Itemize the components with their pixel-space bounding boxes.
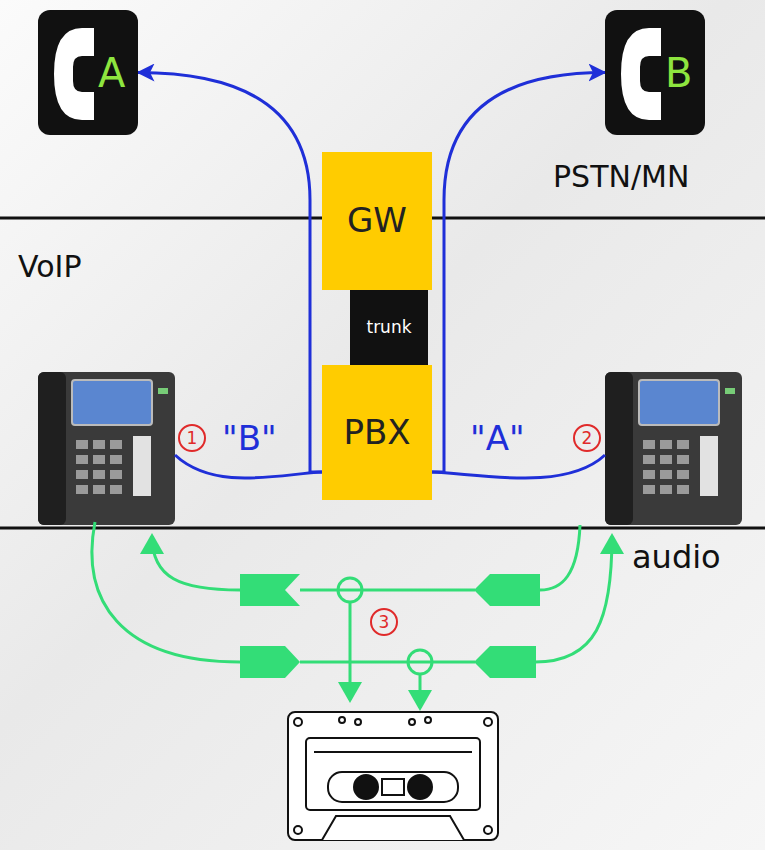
cassette-tape xyxy=(354,775,378,799)
handset-symbol xyxy=(621,28,661,120)
node-label: trunk xyxy=(366,318,411,337)
signaling-line xyxy=(175,455,322,478)
phone-endpoint-icon: B xyxy=(605,10,705,135)
network-label: audio xyxy=(632,540,721,575)
cassette-tape xyxy=(294,826,302,834)
desk-phone xyxy=(38,372,66,525)
audio-stream xyxy=(300,661,475,664)
audio-stream xyxy=(349,602,352,700)
audio-stream xyxy=(338,578,362,602)
node-label: PBX xyxy=(343,414,410,451)
rtp-connector xyxy=(474,646,536,678)
cassette-tape xyxy=(306,738,480,810)
audio-stream xyxy=(419,674,422,708)
desk-phone xyxy=(605,372,742,525)
endpoint-letter: A xyxy=(98,51,125,95)
audio-stream xyxy=(92,522,240,662)
cassette-tape xyxy=(484,718,492,726)
desk-phone xyxy=(639,380,719,425)
desk-phone xyxy=(76,470,88,479)
dialed-number: "A" xyxy=(470,420,525,457)
cassette-tape xyxy=(314,751,472,753)
desk-phone xyxy=(677,440,689,449)
desk-phone xyxy=(660,440,672,449)
rtp-connector xyxy=(240,646,300,678)
desk-phone xyxy=(700,436,718,496)
cassette-tape xyxy=(294,718,302,726)
network-label: VoIP xyxy=(18,250,82,283)
pbx-box: PBX xyxy=(322,365,432,500)
cassette-tape xyxy=(355,719,361,725)
desk-phone xyxy=(76,485,88,494)
domain-divider xyxy=(0,527,765,530)
phone-endpoint-icon: A xyxy=(38,10,138,135)
rtp-connector xyxy=(240,574,540,678)
cassette-tape xyxy=(408,775,432,799)
node-label: GW xyxy=(347,202,407,239)
desk-phone xyxy=(643,455,655,464)
endpoint-letter: B xyxy=(665,51,692,95)
desk-phone xyxy=(38,372,175,525)
gateway-box: GW xyxy=(322,152,432,290)
signaling-line xyxy=(432,455,605,478)
desk-phone xyxy=(643,470,655,479)
desk-phone xyxy=(38,372,175,525)
desk-phone xyxy=(605,372,742,525)
cassette-tape xyxy=(339,717,345,723)
audio-stream xyxy=(300,589,475,592)
handset-symbol xyxy=(54,28,94,120)
trunk-box: trunk xyxy=(350,290,428,365)
audio-stream xyxy=(408,650,432,674)
audio-stream xyxy=(540,525,580,590)
desk-phone xyxy=(660,470,672,479)
audio-stream xyxy=(152,536,240,590)
cassette-tape xyxy=(484,826,492,834)
desk-phone xyxy=(93,455,105,464)
audio-stream xyxy=(535,536,612,662)
desk-phone xyxy=(660,455,672,464)
cassette-tape xyxy=(425,717,431,723)
desk-phone xyxy=(133,436,151,496)
cassette-tape xyxy=(328,772,458,802)
desk-phone xyxy=(93,440,105,449)
rtp-connector xyxy=(474,574,540,606)
desk-phone xyxy=(677,455,689,464)
desk-phone xyxy=(110,455,122,464)
audio-stream xyxy=(92,522,612,708)
callout-number: 3 xyxy=(370,608,398,636)
desk-phone xyxy=(725,388,735,394)
callout-number: 1 xyxy=(178,424,206,452)
desk-phone xyxy=(110,485,122,494)
cassette-tape xyxy=(409,719,415,725)
desk-phone xyxy=(158,388,168,394)
cassette-tape xyxy=(288,712,498,840)
desk-phone xyxy=(76,440,88,449)
dialed-number: "B" xyxy=(222,420,277,457)
rtp-connector xyxy=(240,574,300,606)
desk-phone xyxy=(677,470,689,479)
call-path-arrow xyxy=(138,73,322,473)
cassette-tape xyxy=(382,779,404,795)
desk-phone xyxy=(643,485,655,494)
network-label: PSTN/MN xyxy=(553,160,689,193)
desk-phone xyxy=(110,470,122,479)
desk-phone xyxy=(76,440,122,494)
desk-phone xyxy=(643,440,689,494)
cassette-tape xyxy=(288,712,498,840)
cassette-tape xyxy=(322,816,464,840)
callout-number: 2 xyxy=(573,424,601,452)
desk-phone xyxy=(110,440,122,449)
desk-phone xyxy=(76,455,88,464)
desk-phone xyxy=(605,372,633,525)
desk-phone xyxy=(677,485,689,494)
call-path-arrow xyxy=(432,73,605,473)
desk-phone xyxy=(72,380,152,425)
desk-phone xyxy=(643,440,655,449)
desk-phone xyxy=(93,470,105,479)
desk-phone xyxy=(93,485,105,494)
desk-phone xyxy=(660,485,672,494)
